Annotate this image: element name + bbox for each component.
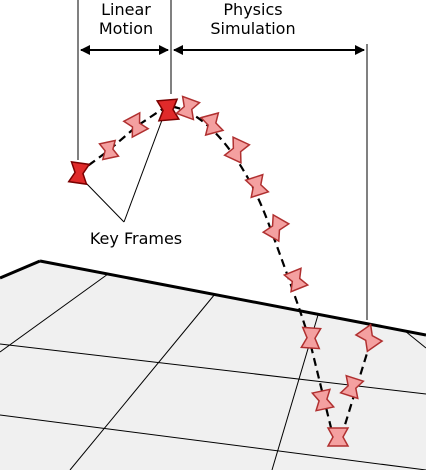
- simulated-frame: [339, 374, 365, 400]
- linear-motion-label-line2: Motion: [98, 19, 154, 38]
- ground-surface: [0, 261, 426, 470]
- key-frame: [155, 98, 181, 122]
- ground-plane: [0, 259, 426, 470]
- grid-line: [0, 273, 109, 353]
- grid-line: [69, 293, 216, 470]
- simulated-frame: [244, 173, 270, 199]
- ground-edge-back: [39, 259, 426, 337]
- key-frame: [67, 160, 91, 186]
- physics-simulation-label-line2: Simulation: [210, 19, 296, 38]
- simulated-frame: [175, 95, 201, 121]
- interpolated-frame: [122, 111, 150, 139]
- simulated-frame: [300, 326, 322, 350]
- simulated-frame: [326, 427, 350, 447]
- simulated-frame: [223, 135, 251, 165]
- ground-edge-left: [0, 259, 41, 280]
- key-frame-pointer-first: [84, 181, 125, 223]
- grid-line: [0, 414, 426, 470]
- linear-motion-label: Linear Motion: [80, 0, 172, 38]
- physics-simulation-label-line1: Physics: [223, 0, 283, 19]
- motion-frames: [67, 95, 384, 447]
- physics-simulation-label: Physics Simulation: [178, 0, 328, 38]
- linear-motion-label-line1: Linear: [101, 0, 151, 19]
- key-frames-label: Key Frames: [89, 229, 183, 248]
- guide-lines: [77, 0, 368, 320]
- simulated-frame: [354, 323, 384, 353]
- simulated-frame: [261, 213, 291, 243]
- key-frame-pointers: [84, 119, 163, 223]
- grid-line: [404, 330, 426, 349]
- interpolated-frame: [98, 139, 120, 161]
- simulated-frame: [282, 267, 310, 293]
- simulated-frame: [199, 111, 225, 137]
- key-frame-pointer-peak: [123, 119, 163, 223]
- simulated-frame: [310, 388, 336, 412]
